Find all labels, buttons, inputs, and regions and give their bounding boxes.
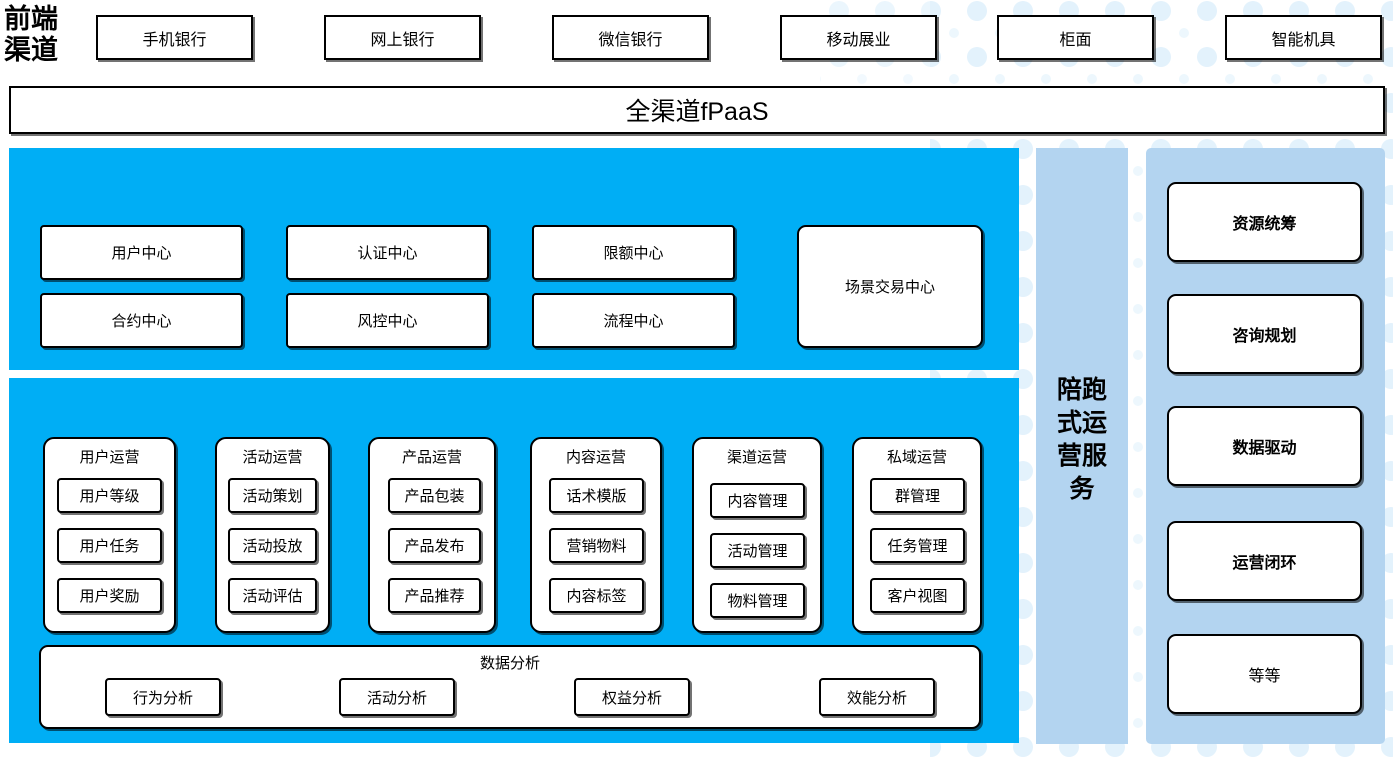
accompany-service-line-1: 陪跑 [1056, 376, 1107, 404]
ops-item-label: 客户视图 [887, 588, 948, 605]
trade-box-auth-center[interactable]: 认证中心 [286, 225, 489, 280]
service-card-etc[interactable]: 等等 [1167, 634, 1362, 714]
service-card-data-driven[interactable]: 数据驱动 [1167, 406, 1362, 486]
trade-box-contract-center[interactable]: 合约中心 [40, 293, 243, 348]
channel-item-smart-machine[interactable]: 智能机具 [1225, 15, 1382, 60]
trade-box-limit-center[interactable]: 限额中心 [532, 225, 735, 280]
ops-item-user-reward[interactable]: 用户奖励 [57, 578, 162, 613]
trade-box-label: 合约中心 [111, 313, 172, 330]
ops-item-group-management[interactable]: 群管理 [870, 478, 965, 513]
trade-box-label: 风控中心 [357, 313, 418, 330]
service-card-consulting-planning[interactable]: 咨询规划 [1167, 294, 1362, 374]
data-analysis-item-performance[interactable]: 效能分析 [819, 678, 935, 716]
ops-item-label: 任务管理 [887, 538, 948, 555]
channel-item-label: 智能机具 [1271, 31, 1336, 49]
data-analysis-item-label: 效能分析 [846, 689, 907, 707]
front-channel-label: 前端 渠道 [4, 4, 84, 66]
service-card-resource-coordination[interactable]: 资源统筹 [1167, 182, 1362, 262]
ops-item-content-management[interactable]: 内容管理 [710, 483, 805, 518]
ops-item-label: 活动策划 [242, 488, 303, 505]
ops-item-label: 用户奖励 [79, 588, 140, 605]
ops-item-label: 内容管理 [727, 493, 788, 510]
channel-item-wechat-bank[interactable]: 微信银行 [552, 15, 709, 60]
trade-box-scenario-trade-center[interactable]: 场景交易中心 [797, 225, 983, 348]
ops-item-product-release[interactable]: 产品发布 [388, 528, 481, 563]
ops-item-user-task[interactable]: 用户任务 [57, 528, 162, 563]
ops-item-label: 产品包装 [404, 488, 465, 505]
ops-item-label: 内容标签 [566, 588, 627, 605]
trade-box-user-center[interactable]: 用户中心 [40, 225, 243, 280]
data-analysis-item-label: 权益分析 [601, 689, 662, 707]
trade-box-label: 场景交易中心 [844, 279, 935, 296]
ops-item-activity-evaluation[interactable]: 活动评估 [228, 578, 317, 613]
ops-item-customer-view[interactable]: 客户视图 [870, 578, 965, 613]
service-card-operation-closed-loop[interactable]: 运营闭环 [1167, 521, 1362, 601]
ops-item-product-recommend[interactable]: 产品推荐 [388, 578, 481, 613]
accompany-service-label: 陪跑 式运 营服 务 [1048, 374, 1116, 506]
ops-item-label: 用户等级 [79, 488, 140, 505]
ops-item-marketing-material[interactable]: 营销物料 [549, 528, 644, 563]
front-channel-label-line1: 前端 [4, 4, 58, 34]
service-card-label: 等等 [1248, 668, 1281, 685]
ops-item-label: 产品发布 [404, 538, 465, 555]
data-analysis-title: 数据分析 [479, 655, 540, 672]
trade-box-label: 流程中心 [603, 313, 664, 330]
data-analysis-item-activity[interactable]: 活动分析 [339, 678, 455, 716]
ops-column-title: 渠道运营 [726, 449, 787, 466]
ops-item-user-level[interactable]: 用户等级 [57, 478, 162, 513]
data-analysis-item-label: 活动分析 [366, 689, 427, 707]
data-analysis-item-behavior[interactable]: 行为分析 [105, 678, 221, 716]
ops-item-activity-delivery[interactable]: 活动投放 [228, 528, 317, 563]
ops-item-label: 活动管理 [727, 543, 788, 560]
trade-box-label: 认证中心 [357, 245, 418, 262]
ops-item-activity-management[interactable]: 活动管理 [710, 533, 805, 568]
accompany-service-line-4: 务 [1069, 475, 1095, 503]
ops-column-title: 私域运营 [886, 449, 947, 466]
ops-column-title: 用户运营 [79, 449, 140, 466]
ops-column-title: 内容运营 [565, 449, 626, 466]
fpaas-bar-label: 全渠道fPaaS [625, 98, 769, 126]
ops-item-content-tag[interactable]: 内容标签 [549, 578, 644, 613]
channel-item-label: 微信银行 [598, 31, 663, 49]
ops-item-label: 营销物料 [566, 538, 627, 555]
channel-item-label: 网上银行 [370, 31, 435, 49]
ops-item-label: 话术模版 [566, 488, 627, 505]
ops-item-material-management[interactable]: 物料管理 [710, 583, 805, 618]
ops-item-activity-planning[interactable]: 活动策划 [228, 478, 317, 513]
fpaas-bar[interactable]: 全渠道fPaaS [9, 86, 1385, 134]
ops-item-label: 产品推荐 [404, 588, 465, 605]
trade-box-process-center[interactable]: 流程中心 [532, 293, 735, 348]
ops-item-script-template[interactable]: 话术模版 [549, 478, 644, 513]
ops-item-label: 活动投放 [242, 538, 303, 555]
service-card-label: 运营闭环 [1232, 555, 1297, 572]
trade-box-label: 限额中心 [603, 245, 664, 262]
ops-item-task-management[interactable]: 任务管理 [870, 528, 965, 563]
ops-item-label: 群管理 [894, 488, 940, 505]
channel-item-label: 手机银行 [142, 31, 207, 49]
trade-box-label: 用户中心 [111, 245, 172, 262]
data-analysis-item-benefit[interactable]: 权益分析 [574, 678, 690, 716]
accompany-service-line-2: 式运 [1056, 409, 1107, 437]
data-analysis-item-label: 行为分析 [132, 689, 193, 707]
channel-item-mobile-field[interactable]: 移动展业 [780, 15, 937, 60]
ops-item-label: 物料管理 [727, 593, 788, 610]
channel-item-label: 移动展业 [826, 31, 891, 49]
ops-item-label: 用户任务 [79, 538, 140, 555]
accompany-service-line-3: 营服 [1056, 442, 1107, 470]
channel-item-online-bank[interactable]: 网上银行 [324, 15, 481, 60]
ops-item-product-packaging[interactable]: 产品包装 [388, 478, 481, 513]
channel-item-mobile-bank[interactable]: 手机银行 [96, 15, 253, 60]
ops-column-title: 产品运营 [401, 449, 462, 466]
ops-column-title: 活动运营 [242, 449, 303, 466]
front-channel-label-line2: 渠道 [4, 35, 58, 65]
service-card-label: 资源统筹 [1232, 216, 1297, 233]
service-card-label: 咨询规划 [1232, 328, 1297, 345]
channel-item-label: 柜面 [1059, 31, 1092, 49]
service-card-label: 数据驱动 [1232, 440, 1297, 457]
trade-box-risk-center[interactable]: 风控中心 [286, 293, 489, 348]
ops-item-label: 活动评估 [242, 588, 303, 605]
channel-item-counter[interactable]: 柜面 [997, 15, 1154, 60]
